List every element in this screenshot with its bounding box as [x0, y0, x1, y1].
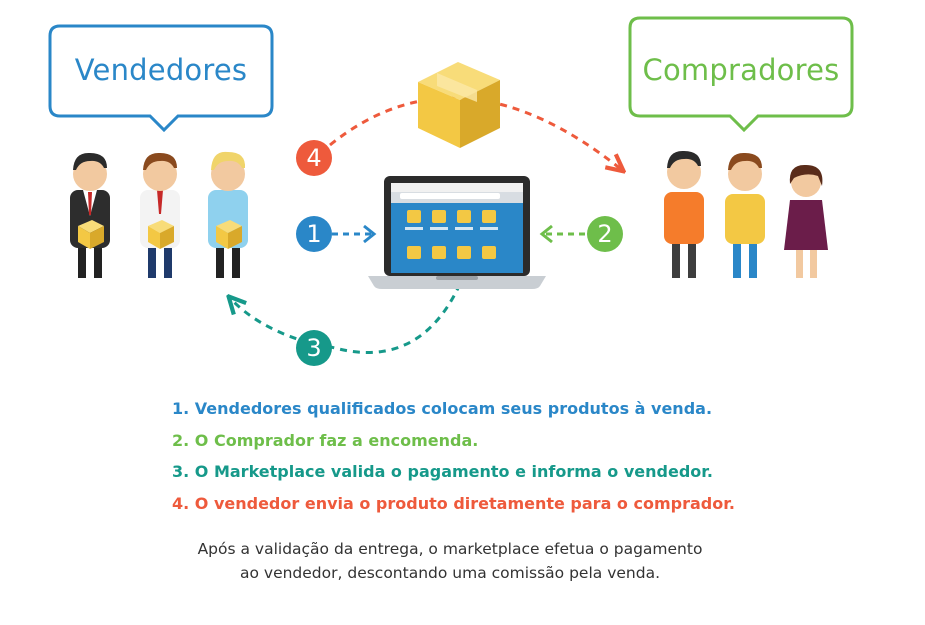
footnote-line-2: ao vendedor, descontando uma comissão pe…	[239, 564, 660, 582]
box-icon	[418, 62, 500, 148]
buyers-label: Compradores	[642, 53, 840, 87]
arrow-step-2	[539, 224, 585, 244]
step-2-badge: 2	[587, 216, 623, 252]
buyers-bubble	[628, 16, 854, 133]
laptop-icon	[368, 176, 546, 289]
step-3-badge: 3	[296, 330, 332, 366]
steps-list: 1. Vendedores qualificados colocam seus …	[172, 398, 812, 524]
footnote-line-1: Após a validação da entrega, o marketpla…	[197, 540, 703, 558]
step-4-badge: 4	[296, 140, 332, 176]
arrow-step-1	[332, 224, 377, 244]
step-4-text: 4. O vendedor envia o produto diretament…	[172, 493, 735, 513]
step-1-text: 1. Vendedores qualificados colocam seus …	[172, 399, 713, 418]
buyer-figure	[664, 150, 828, 278]
step-3-text: 3. O Marketplace valida o pagamento e in…	[172, 462, 713, 481]
step-2-text: 2. O Comprador faz a encomenda.	[172, 430, 479, 450]
seller-figure	[70, 151, 248, 278]
sellers-label: Vendedores	[74, 53, 248, 87]
footnote: Após a validação da entrega, o marketpla…	[140, 537, 760, 585]
arrow-step-3	[230, 283, 462, 354]
step-1-badge: 1	[296, 216, 332, 252]
sellers-bubble	[48, 24, 274, 133]
